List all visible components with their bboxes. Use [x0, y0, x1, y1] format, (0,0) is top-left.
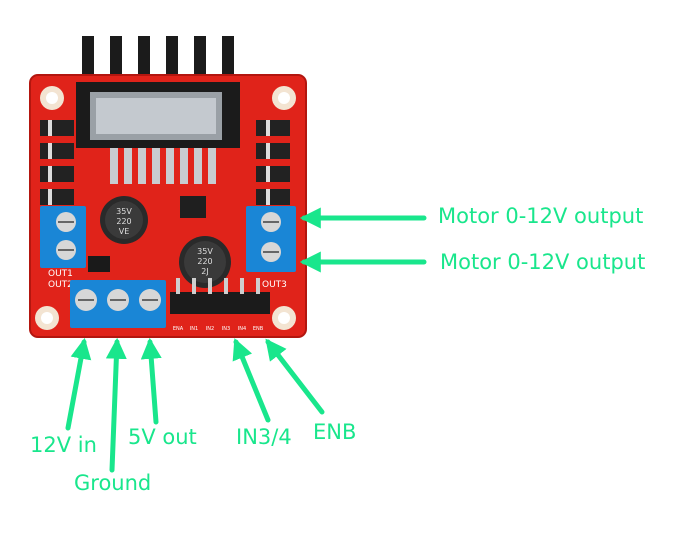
label-out2: OUT2: [48, 280, 73, 290]
cap-1-text-a: 35V: [116, 207, 132, 216]
cap-2-text-a: 35V: [197, 247, 213, 256]
header-pins: [170, 278, 270, 314]
capacitor-1: 35V 220 VE: [100, 196, 148, 244]
pin-label-in4: IN4: [238, 326, 246, 332]
label-motor-output-b: Motor 0-12V output: [440, 250, 646, 274]
arrow-enb: [265, 338, 325, 415]
label-out1: OUT1: [48, 269, 73, 279]
terminal-out-left: [40, 206, 86, 268]
regulator: [180, 196, 206, 218]
label-motor-output-a: Motor 0-12V output: [438, 204, 644, 228]
label-ground: Ground: [74, 471, 152, 495]
jumper: [88, 256, 110, 272]
capacitor-2: 35V 220 2J: [179, 236, 231, 288]
annotation-arrows: [65, 207, 427, 473]
arrow-in34: [232, 338, 271, 423]
diodes-right: [256, 120, 290, 205]
pin-labels: ENA IN1 IN2 IN3 IN4 ENB: [173, 326, 264, 332]
chip-legs: [110, 148, 216, 184]
cap-2-text-b: 220: [197, 257, 212, 266]
pin-label-in1: IN1: [190, 326, 198, 332]
label-in34: IN3/4: [236, 425, 292, 449]
label-12v-in: 12V in: [30, 433, 97, 457]
mounting-holes: [35, 86, 296, 330]
arrow-5v-out: [140, 337, 162, 425]
cap-2-text-c: 2J: [201, 267, 208, 276]
pin-label-ena: ENA: [173, 326, 184, 332]
cap-1-text-c: VE: [119, 227, 130, 236]
label-out3: OUT3: [262, 280, 287, 290]
terminal-out-right: [246, 206, 296, 272]
pin-label-in2: IN2: [206, 326, 214, 332]
cap-1-text-b: 220: [116, 217, 131, 226]
label-enb: ENB: [313, 420, 357, 444]
arrow-ground: [105, 337, 127, 473]
diodes-left: [40, 120, 74, 205]
arrow-12v-in: [65, 337, 92, 431]
terminal-power: [70, 280, 166, 328]
pin-label-in3: IN3: [222, 326, 230, 332]
pin-label-enb: ENB: [253, 326, 264, 332]
label-5v-out: 5V out: [128, 425, 197, 449]
